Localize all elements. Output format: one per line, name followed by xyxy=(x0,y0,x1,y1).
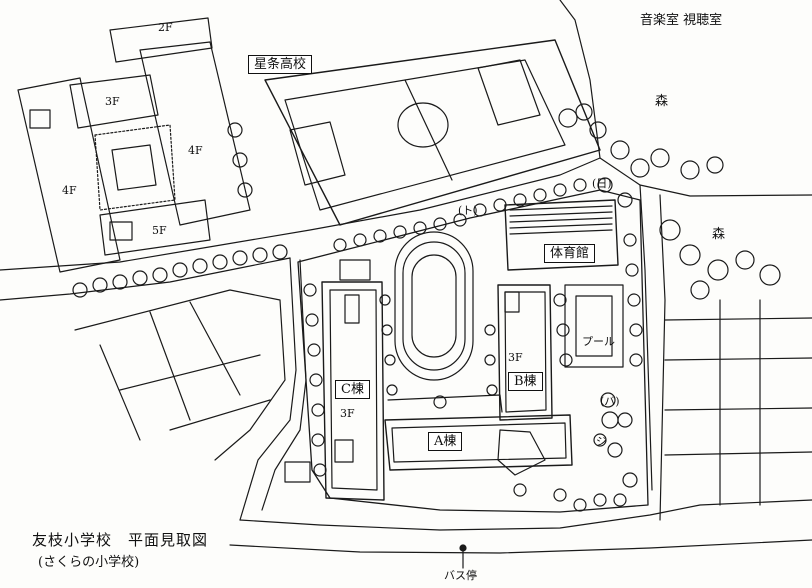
floor-3f-top-label: 3F xyxy=(105,95,120,108)
trees xyxy=(72,103,781,512)
caption-title: 友枝小学校 平面見取図 xyxy=(32,531,209,549)
soccer-field xyxy=(264,39,601,226)
floor-5f-label: 5F xyxy=(152,224,167,237)
floor-2f-label: 2F xyxy=(158,21,173,34)
pool-label: プール xyxy=(582,335,615,348)
building-b-floor: 3F xyxy=(508,351,523,364)
building-b-label: B棟 xyxy=(508,372,543,391)
high-school-label: 星条高校 xyxy=(248,55,313,74)
building-b xyxy=(497,284,553,421)
misc-features xyxy=(433,395,619,497)
residential-plots xyxy=(74,289,812,506)
small-ba-label: (バ) xyxy=(600,395,620,408)
forest-label-1: 森 xyxy=(655,94,669,109)
gym-building xyxy=(504,199,619,271)
building-a-label: A棟 xyxy=(428,432,463,451)
floor-4f-right-label: 4F xyxy=(188,144,203,157)
building-c-floor: 3F xyxy=(340,407,355,420)
building-a xyxy=(384,394,573,476)
floor-4f-left-label: 4F xyxy=(62,184,77,197)
bus-stop-marker xyxy=(459,544,467,569)
building-c xyxy=(321,259,385,501)
building-c-label: C棟 xyxy=(335,380,370,399)
caption-subtitle: (さくらの小学校) xyxy=(38,555,140,570)
gym-label: 体育館 xyxy=(544,244,596,263)
small-sign-label: (ト) xyxy=(458,204,478,217)
pool xyxy=(564,284,624,368)
school-boundary xyxy=(297,189,649,513)
roads xyxy=(0,0,812,554)
bus-stop-label: バス停 xyxy=(444,569,477,582)
forest-label-2: 森 xyxy=(712,227,726,242)
small-ji-label: ジ xyxy=(596,435,607,448)
high-school-buildings xyxy=(17,17,251,273)
running-track xyxy=(394,231,474,381)
small-mark-label: (日) xyxy=(592,177,612,190)
top-right-note: 音楽室 視聴室 xyxy=(640,13,723,28)
